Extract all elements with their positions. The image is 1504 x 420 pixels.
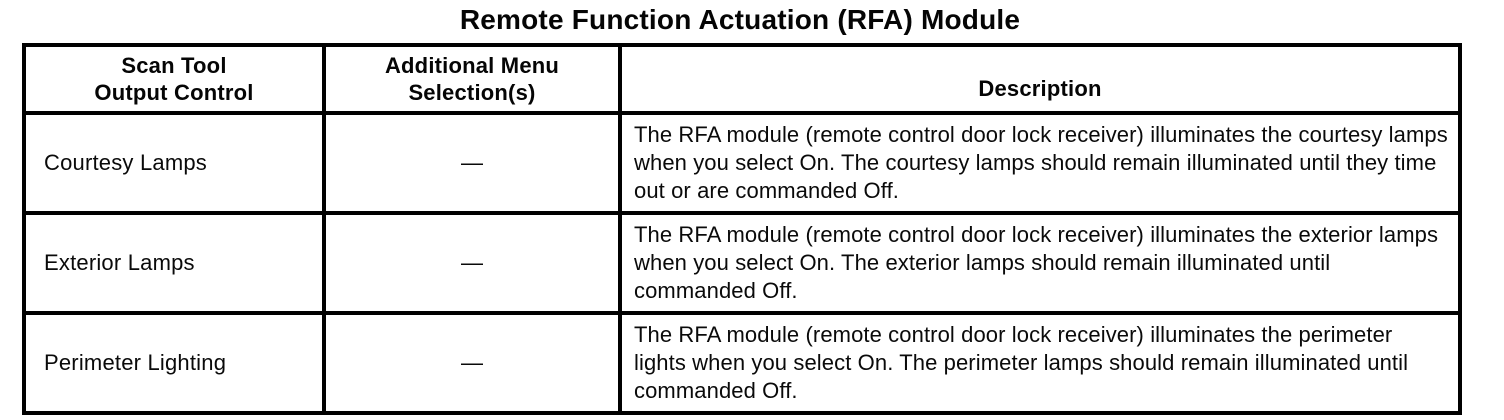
cell-menu-selection: — [322, 311, 622, 415]
table-row: Perimeter Lighting — The RFA module (rem… [22, 311, 1462, 415]
cell-menu-selection: — [322, 111, 622, 215]
cell-menu-selection: — [322, 211, 622, 315]
cell-output-control: Exterior Lamps [22, 211, 326, 315]
header-description: Description [618, 43, 1462, 115]
table-header-row: Scan Tool Output Control Additional Menu… [22, 43, 1462, 115]
description-text: The RFA module (remote control door lock… [634, 322, 1409, 403]
page-title: Remote Function Actuation (RFA) Module [459, 4, 1021, 35]
cell-output-control: Courtesy Lamps [22, 111, 326, 215]
rfa-table: Scan Tool Output Control Additional Menu… [22, 43, 1462, 415]
table-row: Exterior Lamps — The RFA module (remote … [22, 211, 1462, 315]
description-text: The RFA module (remote control door lock… [634, 122, 1448, 203]
cell-description: The RFA module (remote control door lock… [618, 311, 1462, 415]
header-additional-menu-selections: Additional Menu Selection(s) [322, 43, 622, 115]
cell-output-control: Perimeter Lighting [22, 311, 326, 415]
header-scan-tool-output-control: Scan Tool Output Control [22, 43, 326, 115]
table-row: Courtesy Lamps — The RFA module (remote … [22, 111, 1462, 215]
cell-description: The RFA module (remote control door lock… [618, 211, 1462, 315]
cell-description: The RFA module (remote control door lock… [618, 111, 1462, 215]
description-text: The RFA module (remote control door lock… [634, 222, 1439, 303]
